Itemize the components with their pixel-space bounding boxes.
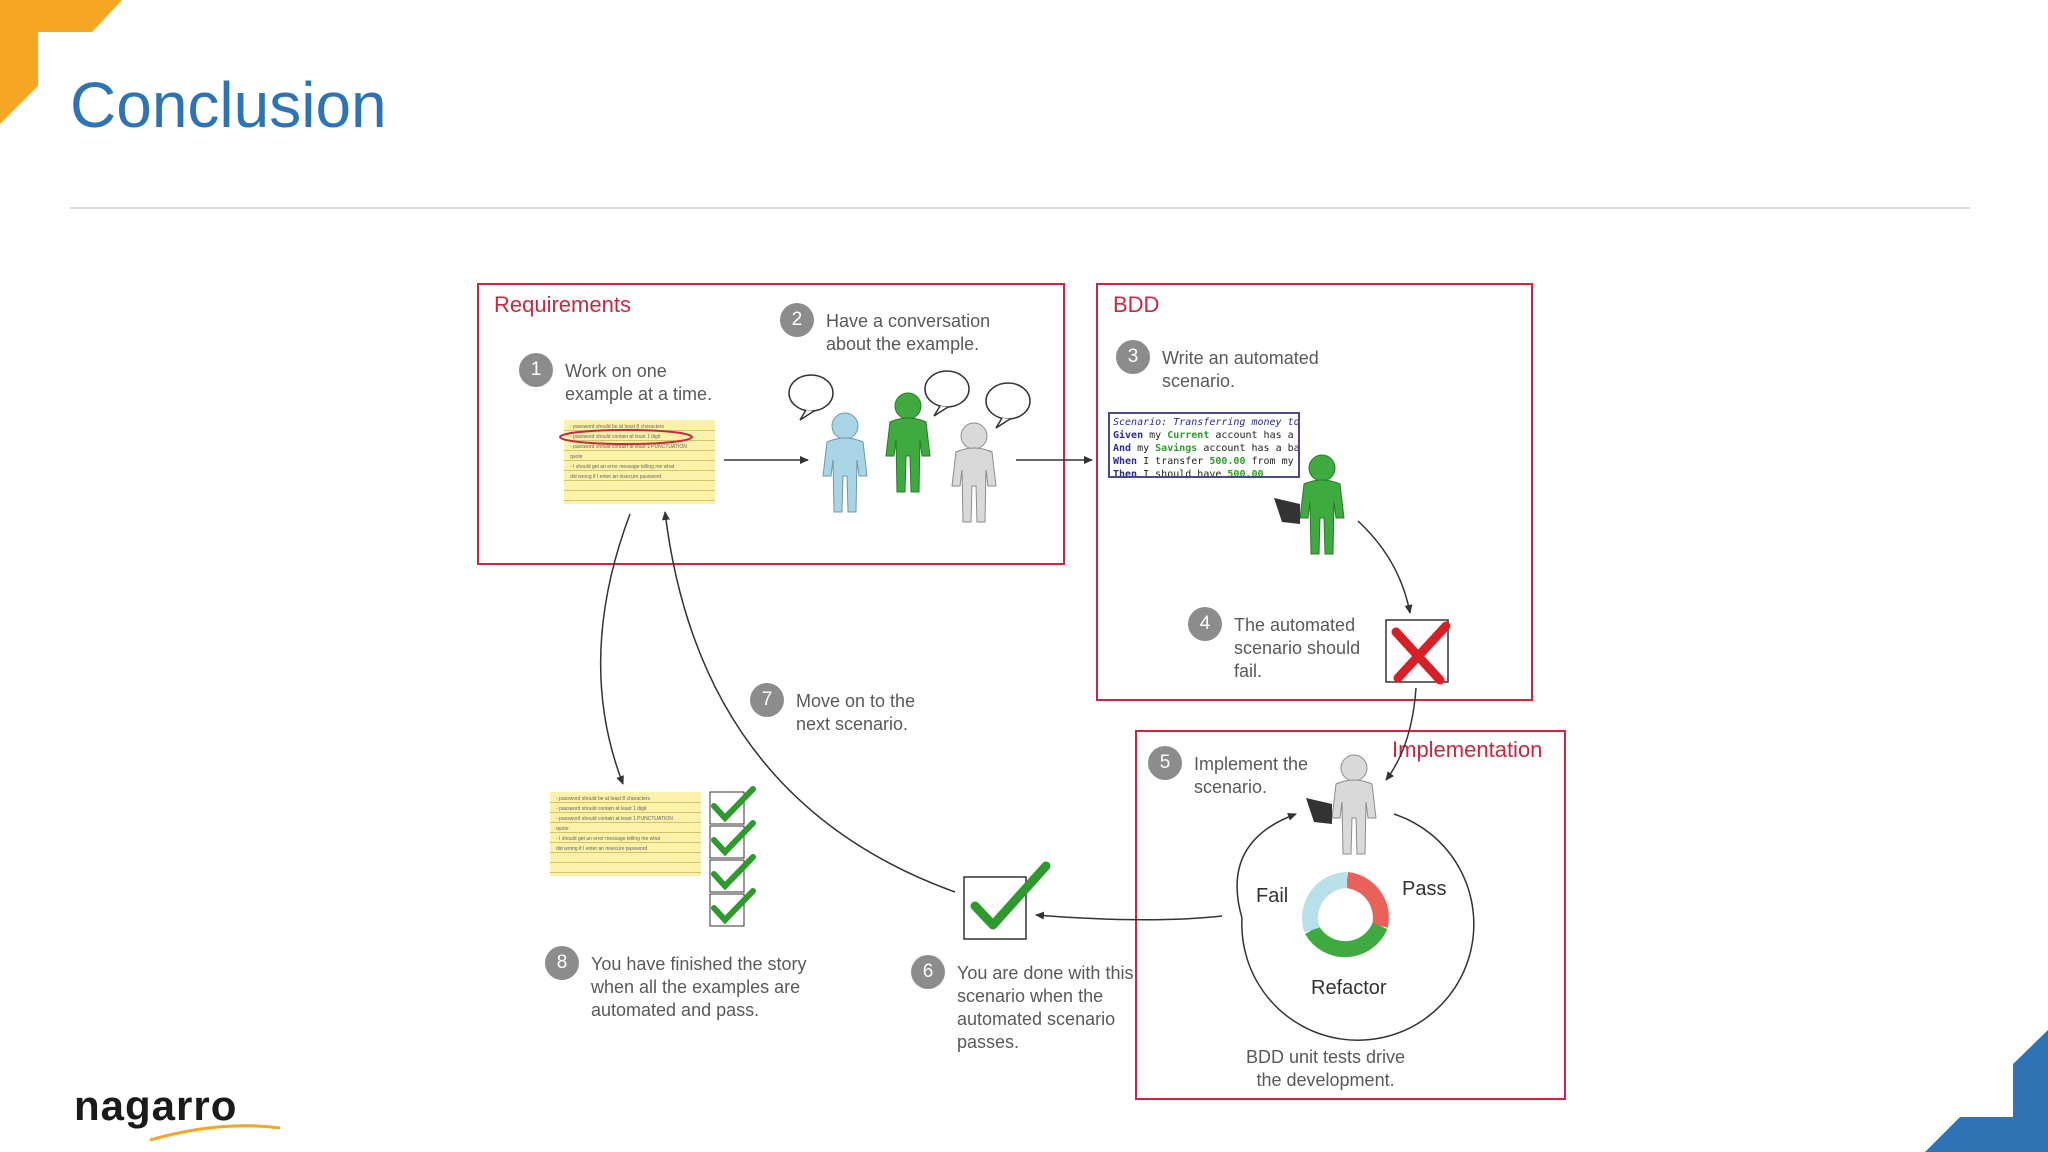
code-text: my [1143, 430, 1168, 441]
code-highlight: Savings [1155, 443, 1198, 454]
top-left-corner-accent [0, 0, 122, 124]
code-text: I should have [1137, 469, 1228, 478]
speech-bubble-icon [788, 370, 1031, 429]
step-8-number: 8 [545, 946, 579, 980]
requirements-box [477, 283, 1065, 565]
bdd-label: BDD [1113, 292, 1160, 317]
note-line: - password should contain at least 1 PUN… [570, 444, 687, 450]
checklist-icons [709, 786, 756, 927]
tdd-pass-label: Pass [1402, 878, 1447, 900]
step-2-text: Have a conversation about the example. [826, 311, 991, 354]
step-1-text: Work on one example at a time. [565, 361, 713, 404]
slide-title: Conclusion [70, 69, 387, 141]
note-line: - password should contain at least 1 dig… [570, 434, 661, 440]
code-highlight: 500.00 [1227, 469, 1264, 478]
note-line: - I should get an error message telling … [570, 464, 675, 470]
step-2-number: 2 [780, 303, 814, 337]
title-divider [70, 207, 1970, 209]
note-line: quote [570, 454, 583, 460]
code-highlight: Current [1167, 430, 1210, 441]
note-line: did wrong if I enter an insecure passwor… [570, 474, 662, 480]
nagarro-logo: nagarro [74, 1082, 238, 1129]
finished-note: - password should be at least 8 characte… [550, 792, 701, 876]
code-text: my [1131, 443, 1156, 454]
bottom-right-corner-accent [1925, 1030, 2048, 1152]
code-text: I transfer [1137, 456, 1210, 467]
arrow-scenario-to-fail [1357, 520, 1413, 614]
code-line: Scenario: Transferring money to [1113, 417, 1300, 428]
note-line: - password should be at least 8 characte… [570, 424, 664, 430]
implementation-box [1135, 730, 1566, 1100]
scenario-code-box: Scenario: Transferring money to Given my… [1108, 412, 1300, 478]
note-line: - I should get an error message telling … [556, 836, 661, 842]
cycle-outer-ring [1241, 813, 1475, 1041]
note-line: quote [556, 826, 569, 832]
code-keyword: Given [1113, 430, 1144, 441]
code-text: account has a ba [1197, 443, 1300, 454]
code-keyword: Then [1113, 469, 1138, 478]
code-keyword: And [1113, 443, 1132, 454]
arrow-fail-to-implement [1385, 687, 1417, 781]
step-6-number: 6 [911, 955, 945, 989]
arrow-cycle-left [1236, 813, 1297, 919]
code-text: from my [1245, 456, 1294, 467]
code-keyword: When [1113, 456, 1138, 467]
step-4-text: The automated scenario should fail. [1234, 615, 1361, 681]
step-3-text: Write an automated scenario. [1162, 348, 1319, 391]
code-highlight: 500.00 [1209, 456, 1246, 467]
note-line: - password should be at least 8 characte… [556, 796, 650, 802]
requirements-note: - password should be at least 8 characte… [564, 420, 715, 504]
arrow-requirements-to-finished [599, 513, 631, 785]
note-line: did wrong if I enter an insecure passwor… [556, 846, 648, 852]
arrow-implement-to-done [1035, 911, 1223, 921]
note-highlight-circle [559, 429, 693, 445]
developer-icon [1306, 754, 1377, 855]
step-7-number: 7 [750, 683, 784, 717]
tdd-refactor-label: Refactor [1311, 977, 1387, 999]
step-5-text: Implement the scenario. [1194, 754, 1309, 797]
step-6-text: You are done with this scenario when the… [957, 963, 1134, 1052]
bdd-box [1096, 283, 1533, 701]
step-7-text: Move on to the next scenario. [796, 691, 916, 734]
tdd-cycle-donut-icon [1302, 872, 1389, 958]
implementation-label: Implementation [1392, 737, 1543, 762]
arrow-next-scenario [661, 511, 956, 893]
person-with-laptop-icon [1274, 454, 1345, 555]
step-3-number: 3 [1116, 340, 1150, 374]
tdd-fail-label: Fail [1256, 885, 1289, 907]
step-1-number: 1 [519, 353, 553, 387]
step-5-number: 5 [1148, 746, 1182, 780]
note-line: - password should contain at least 1 dig… [556, 806, 647, 812]
note-line: - password should contain at least 1 PUN… [556, 816, 673, 822]
step-8-text: You have finished the story when all the… [591, 954, 807, 1020]
done-check-icon [963, 861, 1051, 940]
fail-x-icon [1385, 619, 1451, 685]
step-4-number: 4 [1188, 607, 1222, 641]
implementation-caption: BDD unit tests drive the development. [1246, 1047, 1406, 1090]
requirements-label: Requirements [494, 292, 631, 317]
code-text: account has a [1209, 430, 1294, 441]
